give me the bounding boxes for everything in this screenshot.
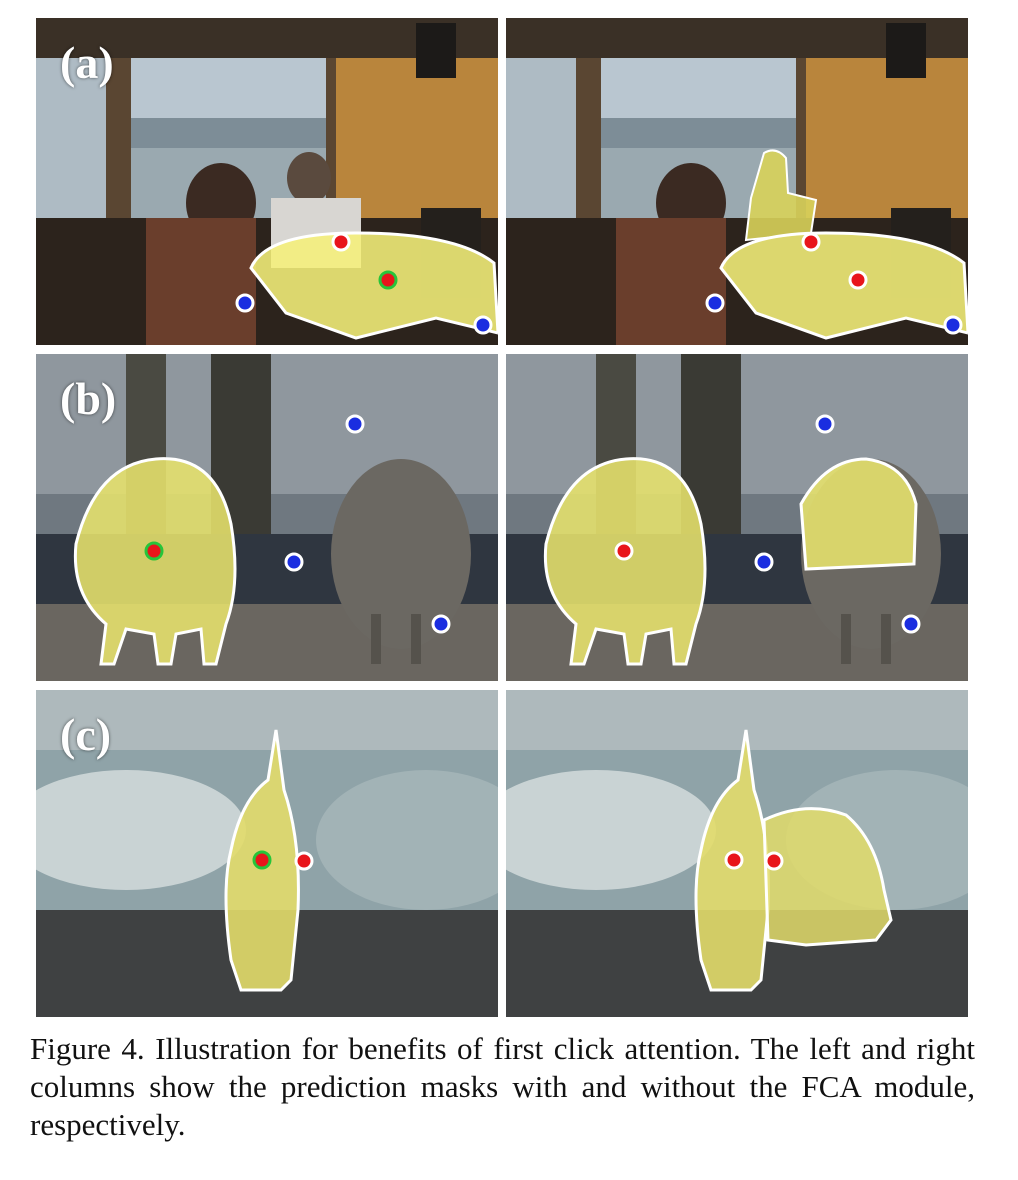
image-a-left: [36, 18, 498, 345]
image-b-left: [36, 354, 498, 681]
image-c-left: [36, 690, 498, 1017]
panel-b-right: [506, 354, 968, 681]
image-b-right: [506, 354, 968, 681]
image-c-right: [506, 690, 968, 1017]
panel-label-b: (b): [60, 373, 117, 424]
panel-label-c: (c): [60, 709, 112, 760]
panel-b-left: (b): [36, 354, 498, 681]
image-a-right: [506, 18, 968, 345]
panel-c-right: [506, 690, 968, 1017]
panel-a-right: [506, 18, 968, 345]
panel-label-a: (a): [60, 37, 114, 88]
figure-caption: Figure 4. Illustration for benefits of f…: [30, 1031, 975, 1142]
panel-c-left: (c): [36, 690, 498, 1017]
panel-a-left: (a): [36, 18, 498, 345]
